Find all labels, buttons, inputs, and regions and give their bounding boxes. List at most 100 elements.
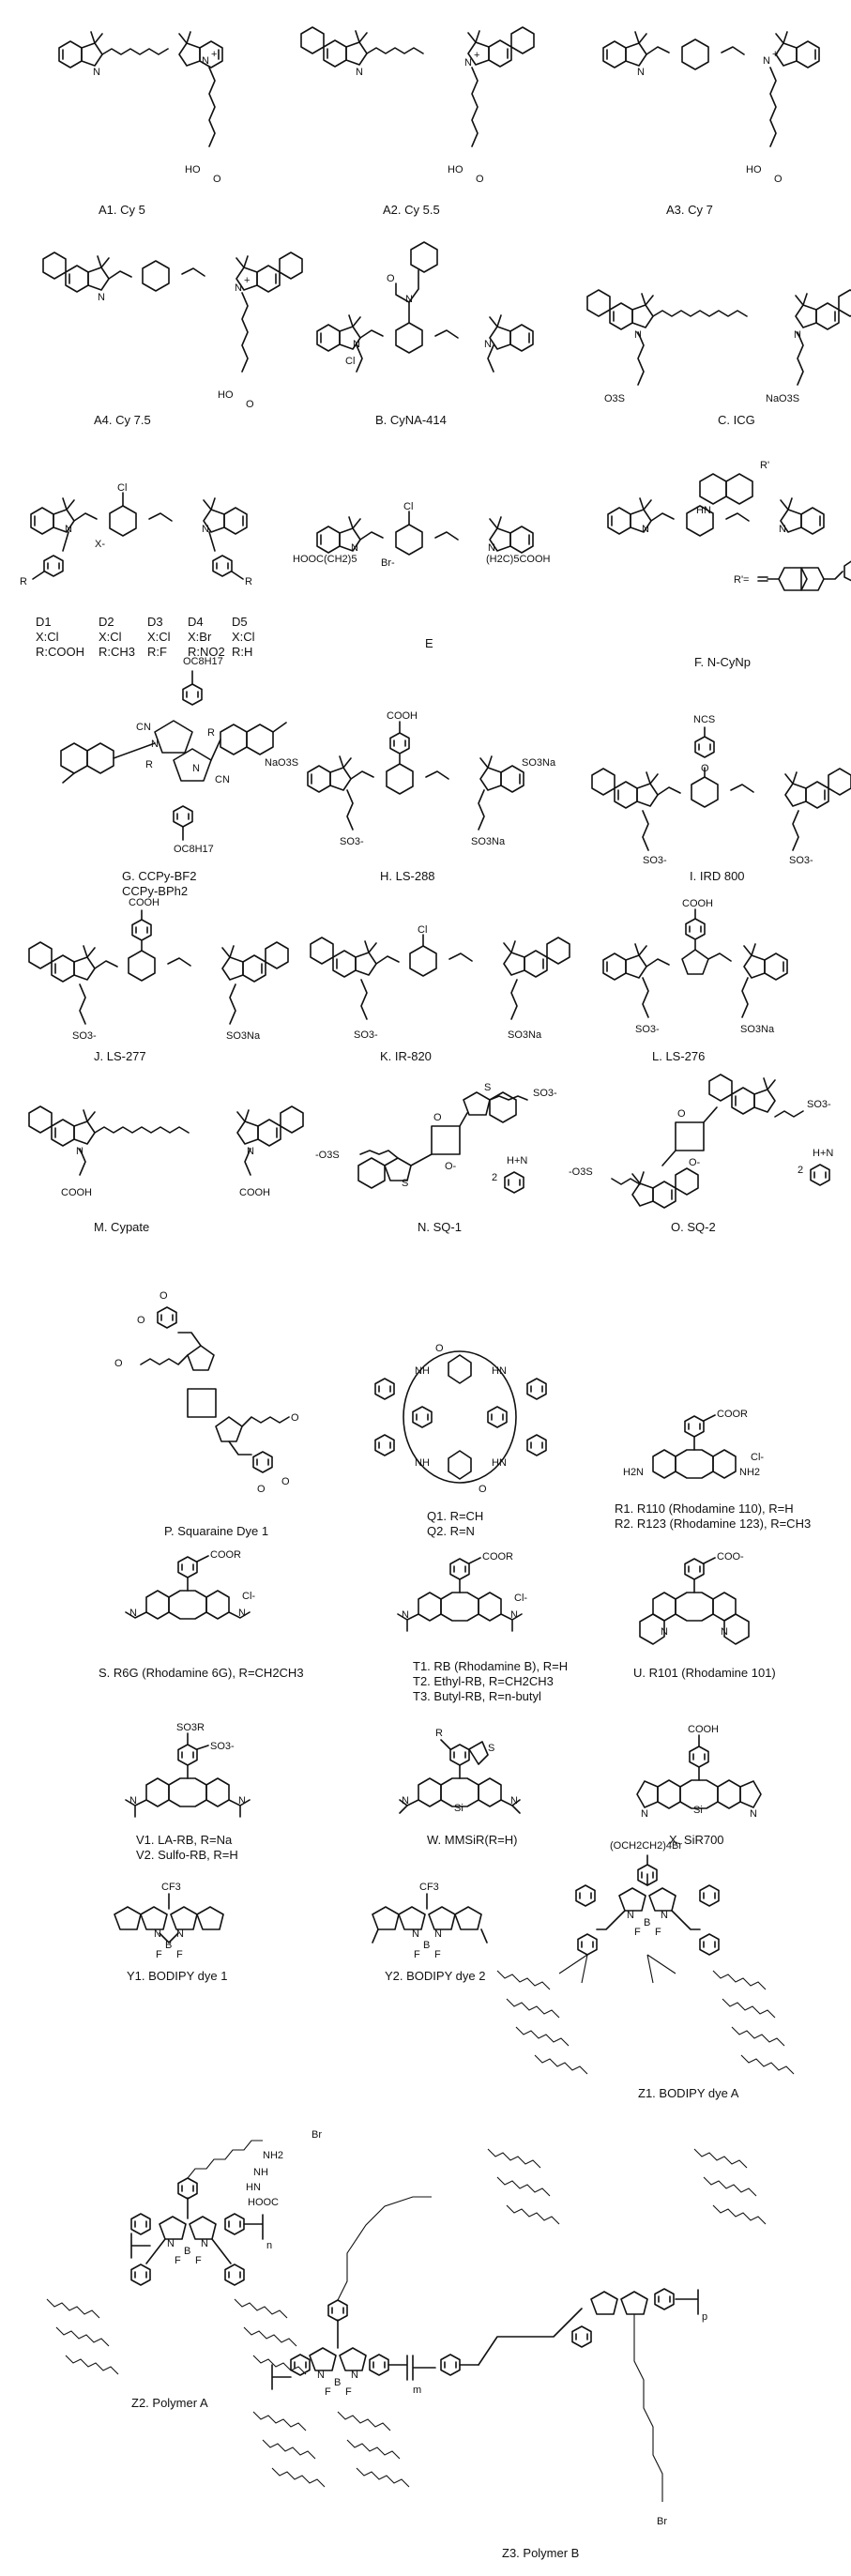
caption-O: O. SQ-2 (671, 1220, 716, 1234)
atom-label: NH (415, 1365, 430, 1377)
atom-label: N (351, 2370, 358, 2381)
atom-label: N (247, 1146, 254, 1157)
atom-label: HN (492, 1457, 507, 1469)
atom-label: HN (492, 1365, 507, 1377)
atom-label: N (627, 1910, 634, 1921)
atom-label: 2 (798, 1165, 803, 1176)
atom-label: O- (689, 1157, 701, 1168)
atom-label: H+N (507, 1155, 527, 1166)
atom-label: NaO3S (265, 757, 298, 769)
atom-label: R (145, 759, 153, 770)
variant-code: D5 (232, 615, 248, 629)
atom-label: N (93, 67, 100, 78)
atom-label: R (435, 1728, 443, 1739)
atom-label: N (129, 1795, 137, 1806)
atom-label: OC8H17 (183, 656, 223, 667)
atom-label: B (334, 2377, 341, 2388)
atom-label: SO3- (635, 1024, 660, 1035)
atom-label: N (661, 1910, 668, 1921)
atom-label: O (213, 174, 221, 185)
atom-label: p (702, 2311, 707, 2323)
structure-Y1: CF3 N N B F F (114, 1882, 224, 1960)
caption-T3: T3. Butyl-RB, R=n-butyl (413, 1689, 541, 1703)
atom-label: N (238, 1795, 246, 1806)
atom-label: + (772, 49, 778, 60)
atom-label: Cl- (242, 1591, 255, 1602)
atom-label: COOH (682, 898, 713, 909)
atom-label: SO3Na (508, 1029, 542, 1041)
atom-label: N (235, 282, 242, 294)
atom-label: N (176, 1928, 184, 1940)
atom-label: NH2 (263, 2150, 283, 2161)
atom-label: N (510, 1795, 518, 1806)
caption-V1: V1. LA-RB, R=Na (136, 1833, 233, 1847)
structure-C: N N O3S NaO3S (587, 290, 851, 404)
atom-label: N (192, 763, 200, 774)
atom-label: SO3- (210, 1741, 235, 1752)
atom-label: Br (312, 2129, 322, 2141)
structure-P: O O O O O O (114, 1290, 299, 1495)
atom-label: Cl- (514, 1593, 527, 1604)
structure-H: COOH NaO3S SO3Na SO3- SO3Na (265, 710, 556, 847)
caption-Q2: Q2. R=N (427, 1524, 475, 1538)
atom-label: N (402, 1609, 409, 1621)
atom-label: F (175, 2255, 181, 2266)
atom-label: Cl (117, 482, 127, 494)
atom-label: COOR (482, 1551, 513, 1562)
structure-Z3: NH2 NH HN HOOC N N B F F m p Br (246, 2148, 767, 2527)
atom-label: B (423, 1940, 430, 1951)
atom-label: N (317, 2370, 325, 2381)
structure-S: COOR N N Cl- (125, 1549, 255, 1620)
caption-R2: R2. R123 (Rhodamine 123), R=CH3 (615, 1517, 811, 1531)
caption-G-2: CCPy-BPh2 (122, 884, 188, 898)
caption-A1: A1. Cy 5 (99, 203, 145, 217)
atom-label: CN (215, 774, 230, 785)
atom-label: HN (246, 2182, 261, 2193)
atom-label: -O3S (569, 1166, 593, 1178)
caption-Y2: Y2. BODIPY dye 2 (385, 1969, 485, 1983)
structure-E: Cl Br- HOOC(CH2)5 (H2C)5COOH N N (293, 501, 551, 569)
atom-label: N (634, 329, 642, 341)
structure-D: Cl N N X- R R (20, 482, 252, 587)
atom-label: O (479, 1484, 487, 1495)
structure-I: NCS O SO3- SO3- (592, 714, 851, 866)
atom-label: F (414, 1949, 420, 1960)
atom-label: F (176, 1949, 183, 1960)
caption-L: L. LS-276 (652, 1049, 705, 1063)
caption-B: B. CyNA-414 (375, 413, 447, 427)
atom-label: N (353, 339, 360, 350)
atom-label: COOH (688, 1724, 719, 1735)
atom-label: SO3- (354, 1029, 378, 1041)
variant-x: X:Cl (232, 630, 255, 644)
atom-label: N (464, 57, 472, 69)
atom-label: S (484, 1082, 491, 1093)
structure-G: OC8H17 OC8H17 CN CN R R N N (60, 656, 287, 855)
atom-label: O (281, 1476, 290, 1487)
variant-code: D2 (99, 615, 114, 629)
atom-label: SO3Na (471, 836, 506, 847)
variant-table-D: D1 D2 D3 D4 D5 X:Cl X:Cl X:Cl X:Br X:Cl … (36, 615, 255, 659)
atom-label: N (356, 67, 363, 78)
atom-label: HOOC(CH2)5 (293, 554, 357, 565)
atom-label: N (510, 1609, 518, 1621)
atom-label: O- (445, 1161, 457, 1172)
atom-label: O (257, 1484, 266, 1495)
atom-label: N (238, 1608, 246, 1619)
variant-x: X:Cl (36, 630, 59, 644)
atom-label: N (750, 1808, 757, 1820)
atom-label: N (201, 2238, 208, 2249)
caption-E: E (425, 636, 433, 650)
atom-label: COOH (61, 1187, 92, 1198)
atom-label: N (637, 67, 645, 78)
variant-x: X:Cl (99, 630, 122, 644)
atom-label: O (114, 1358, 123, 1369)
atom-label: H2N (623, 1467, 644, 1478)
variant-r: R:F (147, 645, 167, 659)
structure-A3: N N + HO O (602, 31, 820, 185)
atom-label: SO3Na (740, 1024, 775, 1035)
atom-label: N (642, 524, 649, 535)
structure-J: COOH SO3- SO3Na (29, 897, 288, 1042)
structure-A1: N N + HO O (58, 31, 223, 185)
atom-label: H+N (813, 1148, 833, 1159)
